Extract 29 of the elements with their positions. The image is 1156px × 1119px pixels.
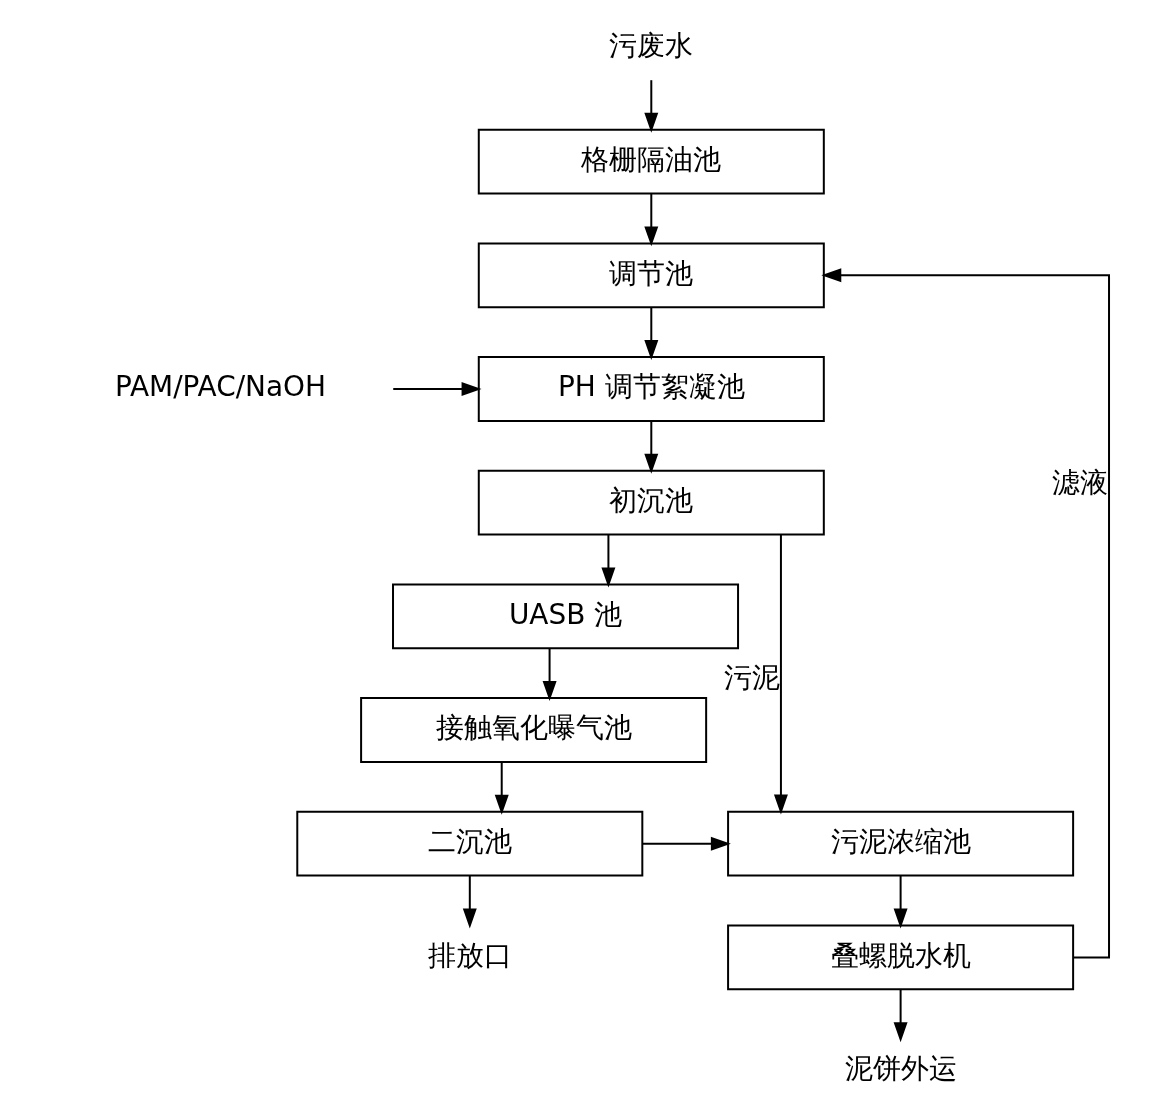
- node-box: 格栅隔油池: [477, 128, 825, 195]
- node-box: 污泥浓缩池: [726, 810, 1074, 877]
- arrow: [643, 420, 658, 474]
- arrow: [893, 875, 908, 929]
- arrow: [820, 268, 1110, 959]
- node-box: 调节池: [477, 242, 825, 309]
- node-text: PAM/PAC/NaOH: [114, 370, 326, 404]
- arrow: [391, 382, 482, 396]
- arrow: [542, 647, 557, 702]
- edge-label: 滤液: [1051, 466, 1108, 500]
- node-box: UASB 池: [391, 583, 739, 650]
- arrow: [600, 533, 615, 588]
- node-box: 接触氧化曝气池: [359, 697, 707, 763]
- arrow: [773, 533, 788, 815]
- node-box: 初沉池: [477, 469, 825, 536]
- node-box: PH 调节絮凝池: [477, 356, 825, 422]
- node-text: 污废水: [608, 29, 693, 63]
- arrow: [643, 192, 658, 247]
- node-text: 泥饼外运: [844, 1052, 957, 1086]
- arrow: [641, 836, 731, 851]
- arrow: [643, 79, 658, 133]
- node-text: 排放口: [427, 938, 512, 972]
- arrow: [643, 306, 658, 361]
- arrow: [462, 875, 477, 929]
- node-box: 叠螺脱水机: [726, 924, 1074, 991]
- node-box: 二沉池: [295, 810, 643, 877]
- arrow: [494, 761, 509, 815]
- arrow: [893, 988, 908, 1043]
- edge-label: 污泥: [723, 661, 780, 695]
